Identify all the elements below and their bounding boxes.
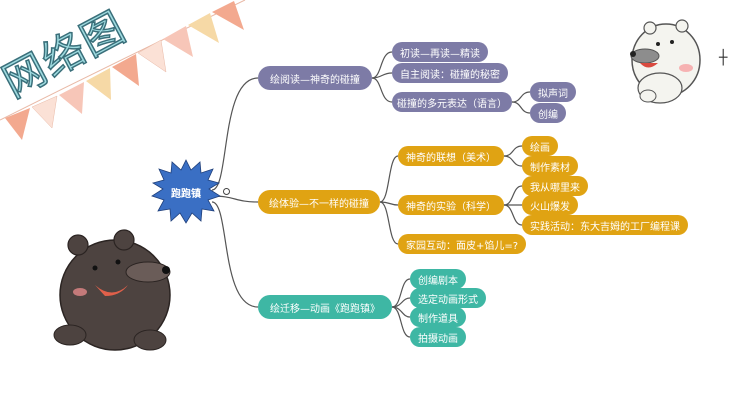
branch-transfer[interactable]: 绘迁移—动画《跑跑镇》 (258, 295, 392, 319)
node-multi-expression[interactable]: 碰撞的多元表达（语言） (392, 92, 512, 112)
node-volcano[interactable]: 火山爆发 (522, 195, 578, 215)
node-experiment[interactable]: 神奇的实验（科学） (398, 195, 504, 215)
collapse-toggle-icon[interactable] (223, 188, 230, 195)
node-painting[interactable]: 绘画 (522, 136, 558, 156)
node-onomatopoeia[interactable]: 拟声词 (530, 82, 576, 102)
node-shooting[interactable]: 拍摄动画 (410, 327, 466, 347)
branch-reading[interactable]: 绘阅读—神奇的碰撞 (258, 66, 372, 90)
node-self-reading[interactable]: 自主阅读：碰撞的秘密 (392, 63, 508, 83)
node-home-interaction[interactable]: 家园互动：面皮+馅儿=? (398, 234, 527, 254)
bunting-decoration (0, 0, 246, 140)
root-node-label[interactable]: 跑跑镇 (171, 188, 201, 200)
root-starburst (151, 159, 221, 224)
node-imagination[interactable]: 神奇的联想（美术） (398, 146, 504, 166)
white-bear-icon (630, 19, 701, 104)
node-script[interactable]: 创编剧本 (410, 269, 466, 289)
node-origin[interactable]: 我从哪里来 (522, 176, 588, 196)
node-animation-form[interactable]: 选定动画形式 (410, 288, 486, 308)
node-materials[interactable]: 制作素材 (522, 156, 578, 176)
crosshair-cursor-icon: ┼ (719, 50, 728, 66)
node-props[interactable]: 制作道具 (410, 307, 466, 327)
node-read-stages[interactable]: 初读—再读—精读 (392, 42, 488, 62)
brown-bear-icon (53, 229, 171, 351)
branch-experience[interactable]: 绘体验—不一样的碰撞 (258, 190, 380, 214)
node-create[interactable]: 创编 (530, 103, 566, 123)
node-practice[interactable]: 实践活动：东大吉姆的工厂编程课 (522, 215, 688, 235)
